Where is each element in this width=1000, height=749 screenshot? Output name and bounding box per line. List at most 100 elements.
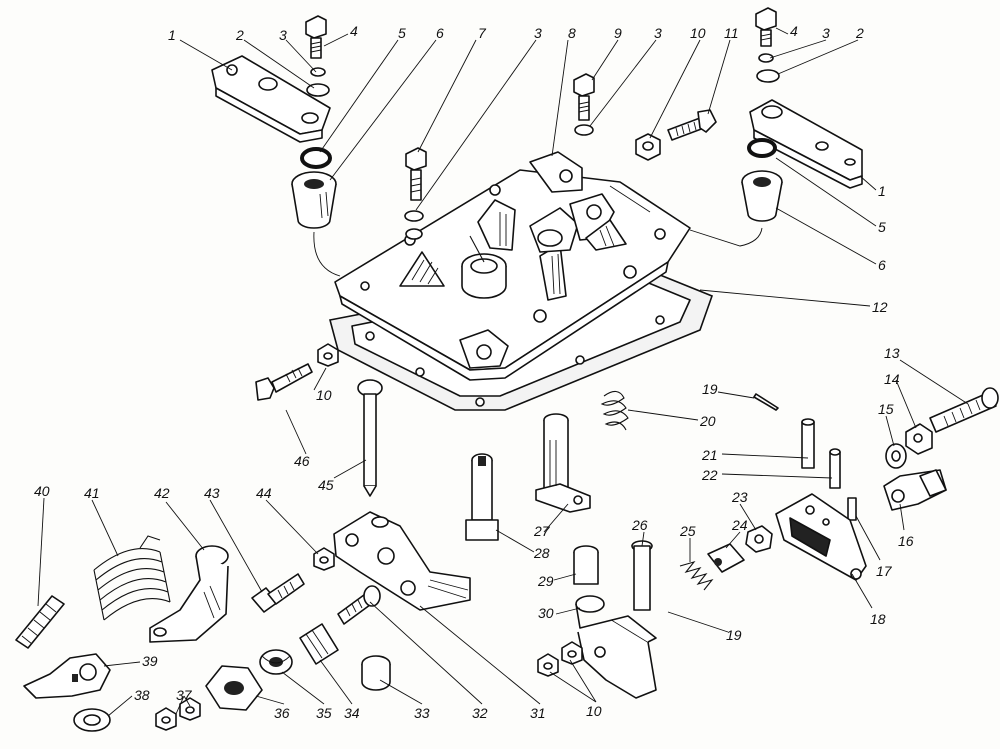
lever-part-1-left (211, 55, 331, 143)
sleeve-part-29 (573, 545, 599, 585)
leader-lines (37, 27, 969, 717)
label-20: 20 (699, 413, 716, 429)
label-10b: 10 (316, 387, 332, 403)
bolt-part-11 (667, 109, 717, 141)
lever-part-42 (149, 545, 229, 643)
bolt-part-4-right (755, 7, 777, 47)
label-19b: 19 (726, 627, 742, 643)
oring-part-5-left (300, 147, 332, 169)
pin-part-26 (631, 540, 653, 611)
label-6b: 6 (878, 257, 886, 273)
label-34: 34 (344, 705, 360, 721)
nuts-part-10-bottom (537, 641, 583, 677)
label-41: 41 (84, 485, 100, 501)
pin-part-45 (357, 379, 383, 497)
label-10a: 10 (690, 25, 706, 41)
label-14: 14 (884, 371, 900, 387)
pin-part-19-lower (667, 611, 729, 633)
washer-part-3-right (758, 53, 774, 63)
label-15: 15 (878, 401, 894, 417)
wire-line-top (609, 185, 651, 213)
pin-part-17 (847, 497, 857, 521)
label-7: 7 (478, 25, 487, 41)
label-45: 45 (318, 477, 334, 493)
spring-part-25 (679, 560, 714, 591)
washer-part-15 (885, 443, 907, 469)
plug-part-24 (707, 543, 745, 573)
label-3a: 3 (279, 27, 287, 43)
part-number-labels: 1 2 3 4 5 6 7 3 8 9 3 10 11 4 3 2 1 5 6 … (34, 23, 914, 721)
label-44: 44 (256, 485, 272, 501)
wire-line-right (689, 227, 763, 247)
washer-part-38 (73, 708, 111, 732)
sleeve-part-34 (299, 623, 339, 665)
label-3d: 3 (822, 25, 830, 41)
label-2b: 2 (855, 25, 864, 41)
label-22: 22 (701, 467, 718, 483)
label-23: 23 (731, 489, 748, 505)
washer-part-2-right (756, 69, 780, 83)
label-42: 42 (154, 485, 170, 501)
nut-part-33 (361, 655, 391, 691)
lever-part-31 (333, 511, 471, 611)
label-13: 13 (884, 345, 900, 361)
cam-part-39 (23, 653, 111, 699)
shaft-part-27 (535, 413, 591, 513)
label-4a: 4 (350, 23, 358, 39)
washer-part-3-mid (574, 124, 594, 136)
label-19a: 19 (702, 381, 718, 397)
bolt-part-32 (337, 585, 381, 625)
cover-plate-part-8 (334, 151, 691, 381)
stud-part-40 (15, 595, 65, 649)
pin-part-22 (829, 448, 841, 489)
nut-part-10-top (635, 133, 661, 161)
label-33: 33 (414, 705, 430, 721)
label-3c: 3 (654, 25, 662, 41)
bolt-part-9 (573, 73, 595, 121)
bolt-part-4-left (305, 15, 327, 59)
label-29: 29 (537, 573, 554, 589)
label-38: 38 (134, 687, 150, 703)
label-5b: 5 (878, 219, 886, 235)
label-10c: 10 (586, 703, 602, 719)
label-12: 12 (872, 299, 888, 315)
oring-part-5-right (747, 138, 777, 158)
label-21: 21 (701, 447, 718, 463)
shaft-part-28 (465, 453, 499, 541)
washer-part-3-bolt7 (404, 210, 424, 222)
label-27: 27 (533, 523, 551, 539)
label-17: 17 (876, 563, 893, 579)
bolt-part-13 (929, 387, 999, 433)
lever-part-1-right (749, 99, 863, 189)
nut-part-44 (313, 547, 335, 571)
nut-part-36 (205, 665, 263, 711)
spring-part-41 (93, 535, 171, 621)
label-26: 26 (631, 517, 648, 533)
label-35: 35 (316, 705, 332, 721)
label-6a: 6 (436, 25, 444, 41)
label-28: 28 (533, 545, 550, 561)
label-31: 31 (530, 705, 546, 721)
label-43: 43 (204, 485, 220, 501)
rod-end-part-16 (883, 469, 947, 511)
label-36: 36 (274, 705, 290, 721)
label-32: 32 (472, 705, 488, 721)
label-16: 16 (898, 533, 914, 549)
bushing-part-6-right (741, 170, 783, 222)
bushing-part-6-left (291, 171, 337, 229)
bolt-part-43 (251, 573, 305, 613)
pin-part-19 (753, 393, 779, 411)
nuts-part-37 (155, 697, 201, 731)
washer-part-3-lower (405, 228, 423, 240)
label-3b: 3 (534, 25, 542, 41)
label-18: 18 (870, 611, 886, 627)
pin-part-21 (801, 418, 815, 469)
nut-part-10-left (317, 343, 339, 367)
label-37: 37 (176, 687, 193, 703)
label-11: 11 (724, 25, 739, 41)
nut-part-23 (745, 525, 773, 553)
wire-line-left (313, 231, 341, 277)
label-46: 46 (294, 453, 310, 469)
